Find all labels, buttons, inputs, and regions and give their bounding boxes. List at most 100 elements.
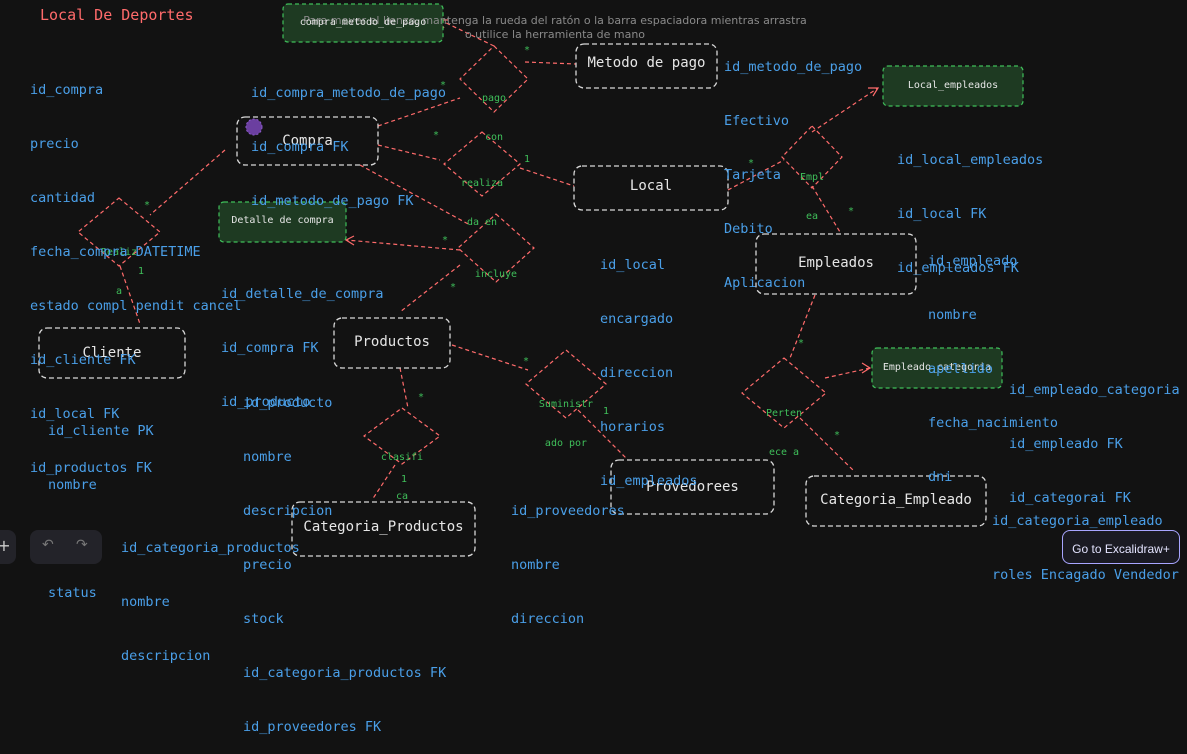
attr-item: id_local FK xyxy=(30,406,120,422)
attr-item: nombre xyxy=(121,594,170,610)
rel-pertenece-a-line-2: ece a xyxy=(768,447,800,458)
entity-cliente-box xyxy=(38,327,186,379)
entity-metodo-box xyxy=(575,43,718,89)
rel-emplea-diamond xyxy=(781,125,843,189)
rel-emplea-line-2: ea xyxy=(805,211,819,222)
attr-item: roles Encagado Vendedor xyxy=(992,567,1179,583)
entity-productos-box xyxy=(333,317,451,369)
rel-emplea-line-1: Empl xyxy=(799,172,825,183)
table-empleado-categoria[interactable]: Empleado_categoria xyxy=(882,362,992,373)
attr-item: id_categoria_productos xyxy=(121,540,300,556)
attr-item: id_proveedores FK xyxy=(243,719,382,735)
diagram-title: Local De Deportes xyxy=(40,6,194,24)
table-local-empleados-box xyxy=(882,65,1024,107)
table-compra-metodo-de-pago[interactable]: compra_metodo_de_pago xyxy=(299,17,427,28)
rel-pago-con-line-2: con xyxy=(484,132,504,143)
attr-item: id_cliente FK xyxy=(30,352,136,368)
attr-item: id_categoria_empleado xyxy=(992,513,1163,529)
entity-local[interactable]: Local xyxy=(629,178,673,194)
rel-suministrado-por[interactable]: Suministr ado por xyxy=(532,372,600,463)
rel-incluye[interactable]: incluye xyxy=(466,242,526,294)
er-diagram-canvas[interactable] xyxy=(0,0,1187,558)
attrs-compra: id_compra precio cantidad fecha_compra D… xyxy=(30,45,241,495)
attr-item: id_metodo_de_pago xyxy=(724,59,863,75)
canvas-hint: Para mover el lienzo, mantenga la rueda … xyxy=(303,14,807,41)
connector-incluye-productos xyxy=(399,264,461,313)
go-to-excalidraw-plus-button[interactable]: Go to Excalidraw+ xyxy=(1062,530,1180,564)
rel-clasifica[interactable]: clasifi ca xyxy=(372,425,432,516)
entity-metodo-de-pago[interactable]: Metodo de pago xyxy=(587,55,706,71)
entity-empleados-box xyxy=(755,233,917,295)
entity-categoria-productos[interactable]: Categoria_Productos xyxy=(303,519,464,535)
attr-item: id_productos FK xyxy=(30,460,152,476)
attr-item: id_local_empleados xyxy=(897,152,1044,168)
rel-realiza-da-en-line-2: da en xyxy=(466,217,498,228)
undo-icon[interactable]: ↶ xyxy=(42,537,54,553)
entity-local-box xyxy=(573,165,729,211)
card-realiza-da-en-compra: * xyxy=(433,130,440,141)
attr-item: horarios xyxy=(600,419,666,435)
connector-pagocon-metodo xyxy=(524,61,577,65)
connector-realiza-cliente xyxy=(119,265,141,325)
rel-emplea[interactable]: Empl ea xyxy=(788,145,836,236)
card-pertenece-empleados: * xyxy=(798,338,805,349)
rel-pertenece-diamond xyxy=(741,357,827,429)
rel-clasifica-diamond xyxy=(362,407,442,465)
card-clasifica-categoria: 1 xyxy=(401,474,408,485)
arrowhead-empleado-categoria-table xyxy=(861,362,872,374)
connector-compra-pagocon xyxy=(377,97,461,127)
attr-item: encargado xyxy=(600,311,674,327)
attrs-detalle-de-compra: id_detalle_de_compra id_compra FK id_pro… xyxy=(221,249,384,429)
rel-realiza-da-en-diamond xyxy=(443,131,521,197)
rel-pago-con[interactable]: pago con xyxy=(464,66,524,157)
entity-cliente[interactable]: Cliente xyxy=(82,345,142,361)
entity-categoria-empleado[interactable]: Categoria_Empleado xyxy=(820,492,972,508)
table-detalle-de-compra[interactable]: Detalle de compra xyxy=(231,215,334,226)
attr-item: id_producto xyxy=(221,394,311,410)
rel-realiza-diamond xyxy=(77,197,161,267)
table-empleado-categoria-box xyxy=(871,347,1003,389)
attr-item: descripcion xyxy=(243,503,333,519)
attr-item: dni xyxy=(928,469,953,485)
rel-suministrado-por-line-1: Suministr xyxy=(538,399,594,410)
redo-icon[interactable]: ↷ xyxy=(76,537,88,553)
rel-incluye-diamond xyxy=(457,213,535,283)
table-local-empleados[interactable]: Local_empleados xyxy=(907,80,999,91)
attrs-empleados: id_empleado nombre apellido fecha_nacimi… xyxy=(928,216,1058,504)
rel-pago-con-line-1: pago xyxy=(481,93,507,104)
card-incluye-productos: * xyxy=(450,282,457,293)
attr-item: Debito xyxy=(724,221,773,237)
connector-pertenece-categoria xyxy=(799,417,856,473)
attr-item: nombre xyxy=(928,307,977,323)
rel-realiza[interactable]: Realiz a xyxy=(89,220,149,311)
rel-realiza-line-2: a xyxy=(115,286,123,297)
attr-item: id_local FK xyxy=(897,206,987,222)
attr-item: direccion xyxy=(600,365,674,381)
attr-item: id_compra FK xyxy=(221,340,319,356)
table-compra-metodo-box xyxy=(282,3,444,43)
rel-realiza-da-en[interactable]: realiza da en xyxy=(452,151,512,242)
rel-pertenece-a[interactable]: Perten ece a xyxy=(754,381,814,472)
entity-empleados[interactable]: Empleados xyxy=(798,255,874,271)
entity-provedorees[interactable]: Provedorees xyxy=(646,479,739,495)
attr-item: id_compra xyxy=(30,82,104,98)
card-emplea-local: * xyxy=(748,158,755,169)
attr-item: id_compra_metodo_de_pago xyxy=(251,85,447,101)
rel-suministrado-por-line-2: ado por xyxy=(544,438,588,449)
attrs-categoria-productos: id_categoria_productos nombre descripcio… xyxy=(121,503,300,683)
entity-compra[interactable]: Compra xyxy=(282,133,333,149)
attr-item: nombre xyxy=(243,449,292,465)
attr-item: id_empleado xyxy=(928,253,1018,269)
attrs-local: id_local encargado direccion horarios id… xyxy=(600,220,698,508)
selection-handle xyxy=(245,118,263,136)
attr-item: id_local xyxy=(600,257,666,273)
card-suministrado-provedorees: 1 xyxy=(603,406,610,417)
connector-pagocon-table xyxy=(439,19,495,47)
connector-pertenece-table xyxy=(824,367,871,379)
zoom-in-button[interactable]: + xyxy=(0,530,16,564)
attr-item: Aplicacion xyxy=(724,275,806,291)
table-detalle-box xyxy=(218,201,347,243)
rel-realiza-line-1: Realiz xyxy=(100,247,138,258)
entity-productos[interactable]: Productos xyxy=(354,334,430,350)
attr-item: descripcion xyxy=(121,648,211,664)
